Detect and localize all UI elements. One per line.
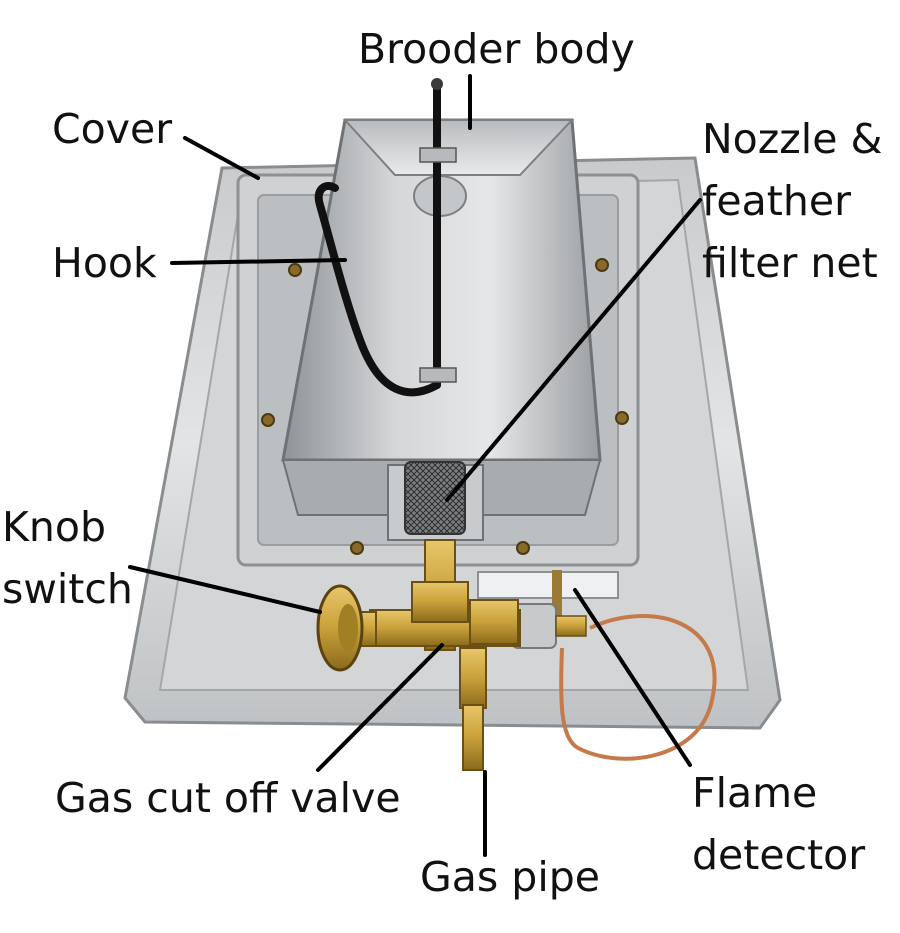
leader-knob-switch (128, 565, 322, 614)
label-hook: Hook (52, 239, 157, 287)
label-brooder-body: Brooder body (358, 25, 635, 73)
leader-hook (170, 258, 347, 265)
leader-cover (183, 136, 260, 180)
leader-flame-detector (573, 588, 692, 767)
flame-detector-part (477, 570, 717, 761)
leader-gas-cut-off-valve (316, 643, 444, 772)
leader-lines (128, 74, 702, 857)
label-knob-switch: Knob switch (2, 503, 133, 613)
label-flame-detector: Flame detector (692, 769, 866, 879)
label-gas-cut-off-valve: Gas cut off valve (55, 774, 401, 822)
leader-nozzle (445, 198, 702, 502)
mounting-screws (261, 258, 629, 555)
knob-switch (316, 584, 364, 672)
label-cover: Cover (52, 105, 173, 153)
brooder-body (281, 118, 602, 516)
hook (314, 78, 457, 397)
label-gas-pipe: Gas pipe (420, 853, 600, 901)
label-nozzle-feather-filter-net: Nozzle & feather filter net (702, 115, 883, 287)
